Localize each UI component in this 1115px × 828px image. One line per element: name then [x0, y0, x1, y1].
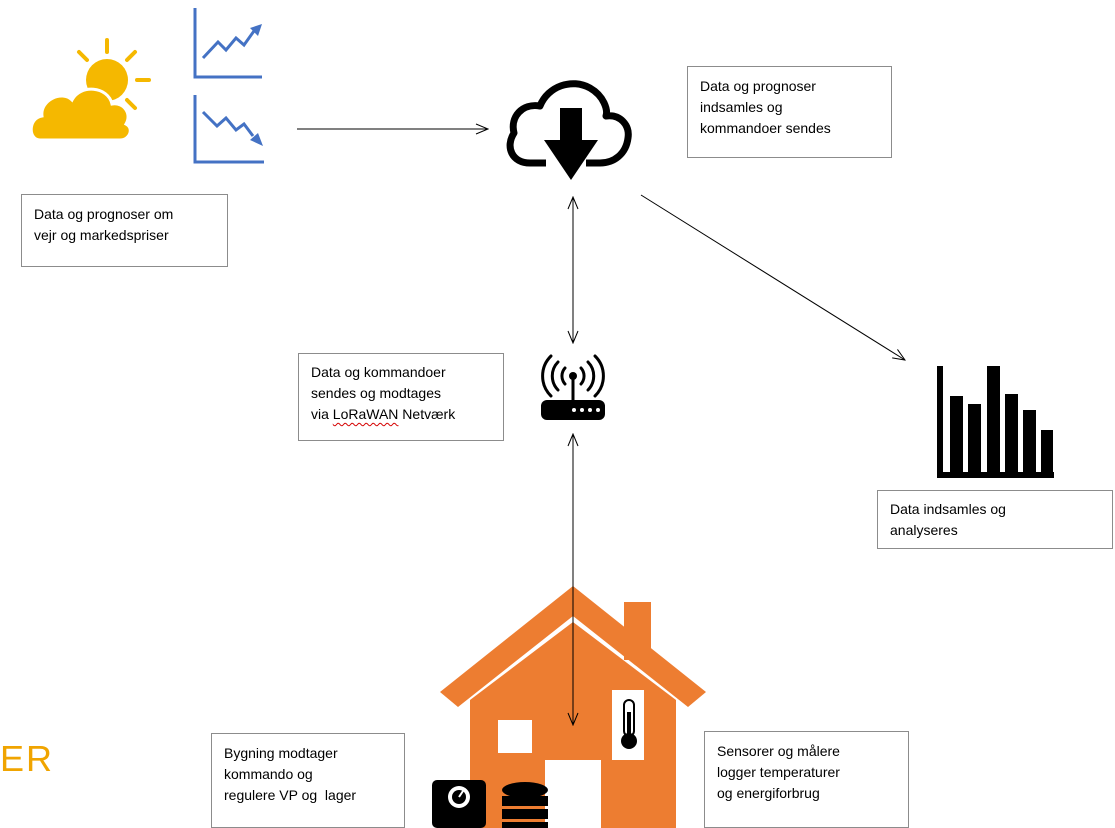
weather-market-line-1: Data og prognoser om — [34, 206, 174, 222]
lorawan-box: Data og kommandoer sendes og modtages vi… — [298, 353, 504, 441]
arrow-cloud-to-analysis — [640, 194, 905, 360]
trend-up-icon — [193, 8, 262, 79]
sensors-line-3: og energiforbrug — [717, 785, 820, 801]
cloud-line-3: kommandoer sendes — [700, 120, 831, 136]
building-box: Bygning modtager kommando og regulere VP… — [211, 733, 405, 828]
thermometer-icon — [621, 699, 637, 749]
weather-market-line-2: vejr og markedspriser — [34, 227, 169, 243]
analysis-line-2: analyseres — [890, 522, 958, 538]
bar-chart-icon — [937, 366, 1054, 478]
building-line-2: kommando og — [224, 766, 313, 782]
weather-market-box: Data og prognoser om vejr og markedspris… — [21, 194, 228, 267]
router-icon — [541, 354, 605, 420]
analysis-box: Data indsamles og analyseres — [877, 490, 1113, 549]
lorawan-line-3: via LoRaWAN Netværk — [311, 406, 456, 422]
cloud-line-2: indsamles og — [700, 99, 783, 115]
cloud-download-icon — [506, 80, 632, 180]
sun-cloud-icon — [29, 38, 151, 142]
sensors-line-2: logger temperaturer — [717, 764, 840, 780]
lorawan-line-2: sendes og modtages — [311, 385, 441, 401]
analysis-line-1: Data indsamles og — [890, 501, 1006, 517]
cloud-line-1: Data og prognoser — [700, 78, 816, 94]
building-line-3: regulere VP og lager — [224, 787, 357, 803]
database-icon — [502, 782, 548, 828]
trend-down-icon — [193, 95, 264, 164]
lorawan-line-1: Data og kommandoer — [311, 364, 446, 380]
logo-fragment: ER — [0, 738, 55, 779]
cloud-box: Data og prognoser indsamles og kommandoe… — [687, 66, 892, 158]
building-line-1: Bygning modtager — [224, 745, 338, 761]
sensors-box: Sensorer og målere logger temperaturer o… — [704, 731, 909, 828]
sensors-line-1: Sensorer og målere — [717, 743, 840, 759]
lorawan-term: LoRaWAN — [332, 406, 399, 422]
scale-icon — [432, 780, 486, 828]
